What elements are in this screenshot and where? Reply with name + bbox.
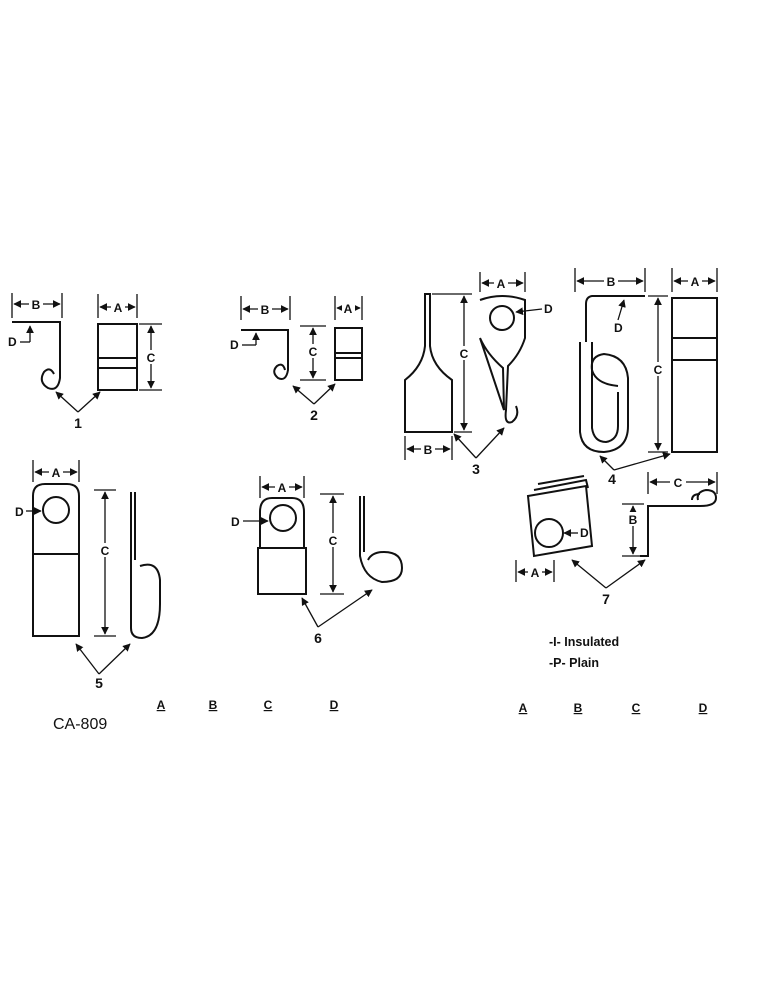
table-header-d: D [699, 701, 708, 715]
svg-text:C: C [101, 544, 110, 558]
svg-text:A: A [531, 566, 540, 580]
figure-number-3: 3 [472, 461, 480, 477]
svg-text:D: D [614, 321, 623, 335]
figure-number-6: 6 [314, 630, 322, 646]
clip-figure-3: C B A D 3 [404, 272, 553, 477]
table-header-a: A [519, 701, 528, 715]
svg-text:B: B [607, 275, 616, 289]
svg-text:C: C [309, 345, 318, 359]
svg-text:D: D [230, 338, 239, 352]
table-headers-right: A B C D [519, 701, 708, 715]
dimension-a-label: A [114, 301, 123, 315]
svg-text:B: B [261, 303, 270, 317]
drawing-code: CA-809 [53, 716, 107, 733]
legend-plain: -P- Plain [549, 656, 599, 670]
svg-text:C: C [654, 363, 663, 377]
figure-number-7: 7 [602, 591, 610, 607]
svg-text:C: C [329, 534, 338, 548]
svg-text:D: D [544, 302, 553, 316]
clip-figure-6: A D C 6 [231, 476, 404, 646]
figure-number-1: 1 [74, 415, 82, 431]
figure-number-2: 2 [310, 407, 318, 423]
clip-figure-2: B D C A 2 [230, 296, 363, 423]
table-header-b: B [574, 701, 583, 715]
svg-text:A: A [497, 277, 506, 291]
svg-text:C: C [674, 476, 683, 490]
svg-text:A: A [52, 466, 61, 480]
table-header-a: A [157, 698, 166, 712]
clip-figure-1: B D A C 1 [8, 293, 162, 431]
svg-text:A: A [691, 275, 700, 289]
table-header-d: D [330, 698, 339, 712]
legend: -I- Insulated -P- Plain [549, 635, 619, 670]
svg-text:B: B [629, 513, 638, 527]
figure-number-5: 5 [95, 675, 103, 691]
table-header-b: B [209, 698, 218, 712]
svg-text:A: A [344, 302, 353, 316]
clip-figure-4: B D C A 4 [574, 268, 718, 487]
clip-figure-5: A D C 5 [15, 460, 161, 691]
figure-number-4: 4 [608, 471, 616, 487]
svg-text:B: B [424, 443, 433, 457]
table-header-c: C [632, 701, 641, 715]
dimension-d-label: D [8, 335, 17, 349]
table-headers-left: A B C D [157, 698, 339, 712]
dimension-b-label: B [32, 298, 41, 312]
clip-figure-7: D A C B 7 [515, 472, 718, 607]
svg-text:D: D [231, 515, 240, 529]
svg-text:A: A [278, 481, 287, 495]
table-header-c: C [264, 698, 273, 712]
legend-insulated: -I- Insulated [549, 635, 619, 649]
dimension-c-label: C [147, 351, 156, 365]
svg-text:D: D [15, 505, 24, 519]
svg-text:D: D [580, 526, 589, 540]
svg-text:C: C [460, 347, 469, 361]
